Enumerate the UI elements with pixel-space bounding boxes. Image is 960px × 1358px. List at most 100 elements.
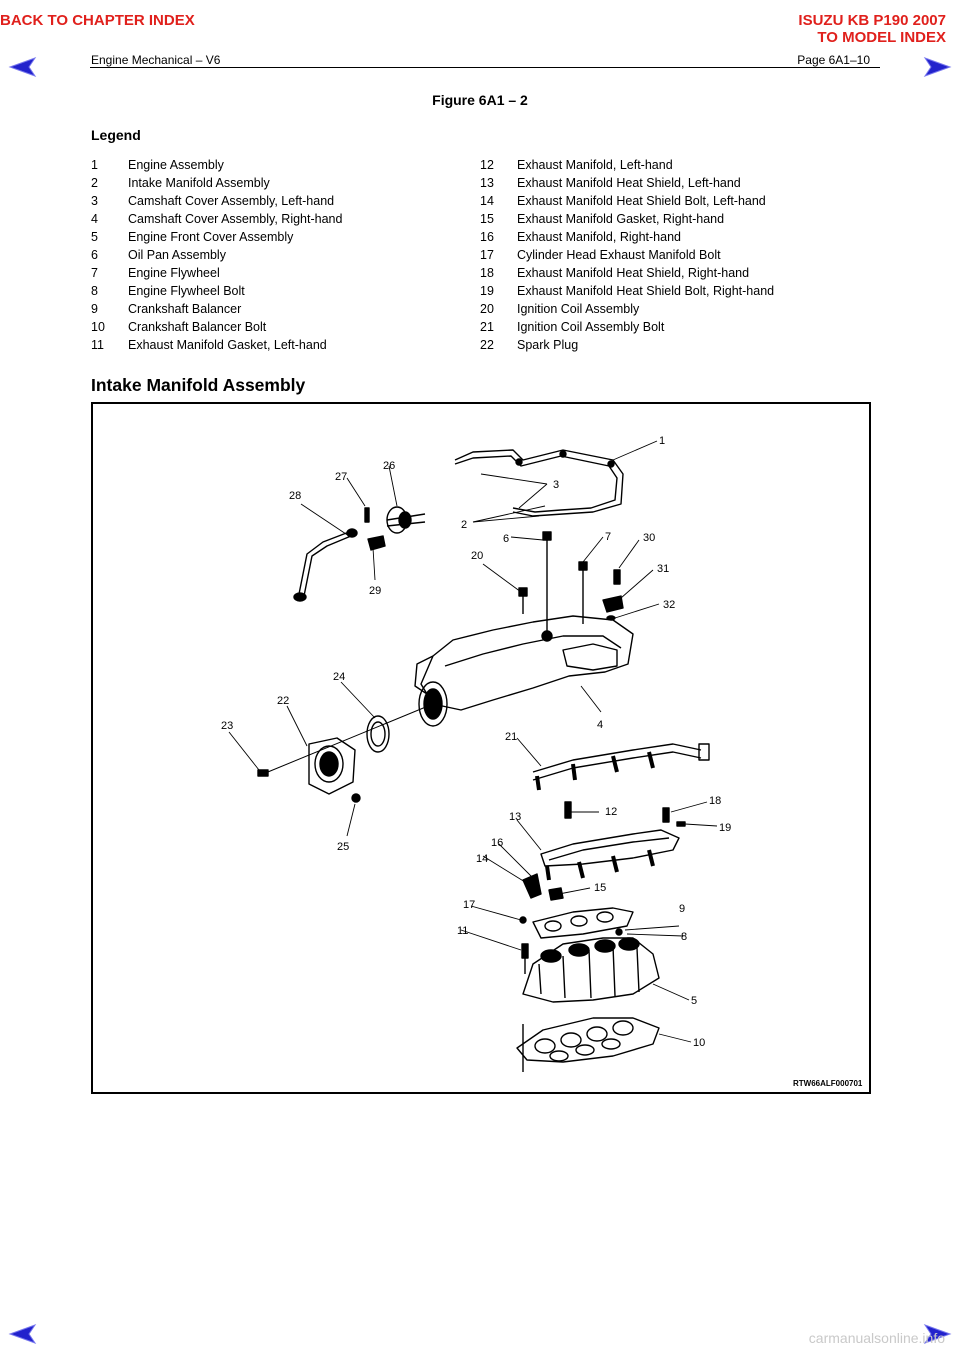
legend-item-number: 18 xyxy=(480,266,494,280)
running-header-section: Engine Mechanical – V6 xyxy=(91,53,221,67)
legend-item: 1 Engine Assembly xyxy=(91,156,224,174)
legend-item: 14 Exhaust Manifold Heat Shield Bolt, Lef… xyxy=(480,192,766,210)
figure-reference-code: RTW66ALF000701 xyxy=(793,1079,863,1088)
callout-22: 22 xyxy=(277,695,289,707)
callout-2: 2 xyxy=(461,519,467,531)
legend-item-number: 13 xyxy=(480,176,494,190)
legend-item: 18 Exhaust Manifold Heat Shield, Right-ha… xyxy=(480,264,749,282)
legend-item-number: 2 xyxy=(91,176,98,190)
legend-item-text: Engine Flywheel xyxy=(128,266,220,280)
legend-item-text: Ignition Coil Assembly Bolt xyxy=(517,320,665,334)
callout-28: 28 xyxy=(289,490,301,502)
legend-item-text: Exhaust Manifold, Left-hand xyxy=(517,158,673,172)
callout-8: 8 xyxy=(681,931,687,943)
callout-17: 17 xyxy=(463,899,475,911)
legend-item-number: 1 xyxy=(91,158,98,172)
callout-14: 14 xyxy=(476,853,488,865)
next-page-arrow-icon[interactable] xyxy=(922,55,952,79)
legend-item-text: Camshaft Cover Assembly, Left-hand xyxy=(128,194,335,208)
legend-item-text: Exhaust Manifold Heat Shield Bolt, Left-… xyxy=(517,194,766,208)
legend-item-text: Oil Pan Assembly xyxy=(128,248,226,262)
legend-item-text: Engine Assembly xyxy=(128,158,224,172)
legend-item-text: Exhaust Manifold, Right-hand xyxy=(517,230,681,244)
legend-heading: Legend xyxy=(91,127,141,143)
callout-24: 24 xyxy=(333,671,345,683)
section-heading: Intake Manifold Assembly xyxy=(91,375,306,395)
model-index-link[interactable]: ISUZU KB P190 2007 TO MODEL INDEX xyxy=(798,12,946,46)
legend-item-number: 5 xyxy=(91,230,98,244)
callout-6: 6 xyxy=(503,533,509,545)
callout-13: 13 xyxy=(509,811,521,823)
legend-item: 19 Exhaust Manifold Heat Shield Bolt, Rig… xyxy=(480,282,774,300)
legend-item-number: 12 xyxy=(480,158,494,172)
intake-manifold-exploded-diagram: 1 2 3 4 5 6 7 8 9 10 11 12 13 14 15 16 1… xyxy=(91,402,871,1094)
legend-item-text: Camshaft Cover Assembly, Right-hand xyxy=(128,212,343,226)
legend-item-text: Cylinder Head Exhaust Manifold Bolt xyxy=(517,248,721,262)
legend-item-text: Engine Front Cover Assembly xyxy=(128,230,294,244)
legend-item: 8 Engine Flywheel Bolt xyxy=(91,282,245,300)
legend-item-number: 9 xyxy=(91,302,98,316)
legend-item-number: 4 xyxy=(91,212,98,226)
running-header-page: Page 6A1–10 xyxy=(797,53,870,67)
callout-1: 1 xyxy=(659,435,665,447)
callout-18: 18 xyxy=(709,795,721,807)
legend-item-text: Exhaust Manifold Gasket, Left-hand xyxy=(128,338,327,352)
callout-25: 25 xyxy=(337,841,349,853)
legend-item: 7 Engine Flywheel xyxy=(91,264,220,282)
next-page-arrow-bottom-icon[interactable] xyxy=(922,1322,952,1346)
model-title: ISUZU KB P190 2007 xyxy=(798,12,946,29)
callout-4: 4 xyxy=(597,719,603,731)
previous-page-arrow-icon[interactable] xyxy=(8,55,38,79)
back-to-chapter-index-link[interactable]: BACK TO CHAPTER INDEX xyxy=(0,12,195,29)
legend-item-text: Crankshaft Balancer xyxy=(128,302,242,316)
legend-item-text: Exhaust Manifold Gasket, Right-hand xyxy=(517,212,725,226)
callout-7: 7 xyxy=(605,531,611,543)
callout-23: 23 xyxy=(221,720,233,732)
legend-item-number: 19 xyxy=(480,284,494,298)
callout-26: 26 xyxy=(383,460,395,472)
legend-item-number: 17 xyxy=(480,248,494,262)
legend-item-text: Exhaust Manifold Heat Shield, Left-hand xyxy=(517,176,741,190)
legend-item-text: Exhaust Manifold Heat Shield, Right-hand xyxy=(517,266,750,280)
legend-item-text: Exhaust Manifold Heat Shield Bolt, Right… xyxy=(517,284,775,298)
legend-item-number: 22 xyxy=(480,338,494,352)
legend-item-number: 11 xyxy=(91,338,104,352)
legend-left-column: 1 Engine Assembly 2 Intake Manifold Assembl… xyxy=(91,156,342,354)
legend-item-number: 7 xyxy=(91,266,98,280)
callout-32: 32 xyxy=(663,599,675,611)
diagram-drawing: 1 2 3 4 5 6 7 8 9 10 11 12 13 14 15 16 1… xyxy=(221,435,863,1088)
legend-item: 11 Exhaust Manifold Gasket, Left-hand xyxy=(91,336,327,354)
header-rule xyxy=(90,67,880,68)
callout-9: 9 xyxy=(679,903,685,915)
legend-item-number: 8 xyxy=(91,284,98,298)
legend-item: 12 Exhaust Manifold, Left-hand xyxy=(480,156,673,174)
legend-item-number: 3 xyxy=(91,194,98,208)
callout-12: 12 xyxy=(605,806,617,818)
footer-watermark: carmanualsonline.info xyxy=(808,1330,945,1346)
legend-item-text: Engine Flywheel Bolt xyxy=(128,284,245,298)
callout-11: 11 xyxy=(457,925,468,937)
callout-27: 27 xyxy=(335,471,347,483)
legend-item: 4 Camshaft Cover Assembly, Right-hand xyxy=(91,210,342,228)
legend-item-number: 14 xyxy=(480,194,494,208)
callout-5: 5 xyxy=(691,995,697,1007)
legend-item-text: Ignition Coil Assembly xyxy=(517,302,640,316)
callout-30: 30 xyxy=(643,532,655,544)
legend-item-text: Intake Manifold Assembly xyxy=(128,176,270,190)
legend-item-number: 20 xyxy=(480,302,494,316)
callout-10: 10 xyxy=(693,1037,705,1049)
previous-page-arrow-bottom-icon[interactable] xyxy=(8,1322,38,1346)
legend-item: 3 Camshaft Cover Assembly, Left-hand xyxy=(91,192,334,210)
legend-item: 20 Ignition Coil Assembly xyxy=(480,300,639,318)
callout-21: 21 xyxy=(505,731,517,743)
figure-title: Figure 6A1 – 2 xyxy=(432,92,528,108)
legend-item-number: 10 xyxy=(91,320,105,334)
fuel-rail xyxy=(454,449,624,517)
legend-item: 5 Engine Front Cover Assembly xyxy=(91,228,293,246)
callout-19: 19 xyxy=(719,822,731,834)
